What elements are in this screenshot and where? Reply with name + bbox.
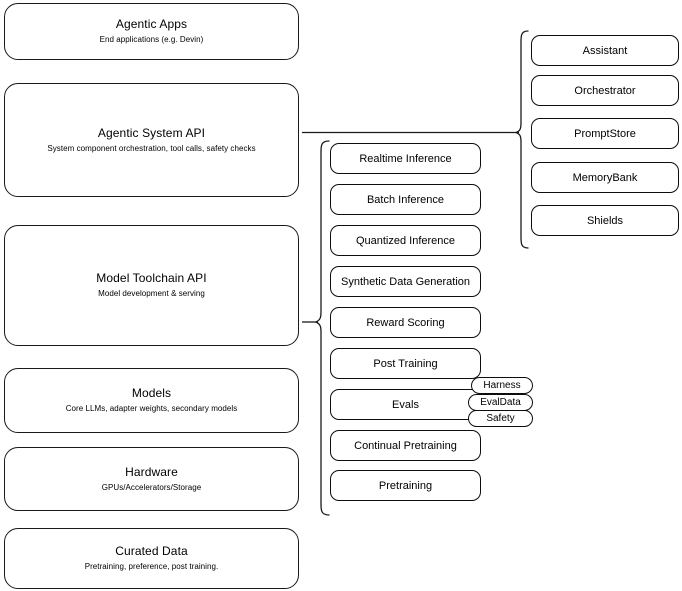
capability-batch-inference[interactable]: Batch Inference: [330, 184, 481, 215]
stack-layer-agentic-apps[interactable]: Agentic Apps End applications (e.g. Devi…: [4, 3, 299, 60]
capability-reward-scoring[interactable]: Reward Scoring: [330, 307, 481, 338]
evals-subitem-harness[interactable]: Harness: [471, 377, 533, 394]
capability-label: Synthetic Data Generation: [340, 275, 471, 288]
capability-continual-pretraining[interactable]: Continual Pretraining: [330, 430, 481, 461]
system-component-memorybank[interactable]: MemoryBank: [531, 162, 679, 193]
stack-layer-subtitle: Model development & serving: [98, 289, 205, 298]
evals-subitem-label: EvalData: [480, 397, 521, 408]
capability-realtime-inference[interactable]: Realtime Inference: [330, 143, 481, 174]
stack-layer-subtitle: End applications (e.g. Devin): [99, 35, 204, 44]
stack-layer-hardware[interactable]: Hardware GPUs/Accelerators/Storage: [4, 447, 299, 511]
system-component-promptstore[interactable]: PromptStore: [531, 118, 679, 149]
system-component-shields[interactable]: Shields: [531, 205, 679, 236]
evals-subitem-label: Harness: [483, 380, 521, 391]
capability-pretraining[interactable]: Pretraining: [330, 470, 481, 501]
stack-layer-title: Agentic System API: [97, 125, 206, 140]
capability-synthetic-data-generation[interactable]: Synthetic Data Generation: [330, 266, 481, 297]
capability-label: Evals: [392, 398, 419, 411]
stack-layer-title: Hardware: [125, 464, 178, 479]
evals-subitem-safety[interactable]: Safety: [468, 410, 533, 427]
system-component-label: Orchestrator: [574, 84, 636, 97]
capability-label: Post Training: [373, 357, 438, 370]
stack-layer-title: Model Toolchain API: [96, 271, 207, 285]
stack-layer-curated-data[interactable]: Curated Data Pretraining, preference, po…: [4, 528, 299, 589]
system-component-label: Assistant: [582, 44, 628, 57]
capability-label: Reward Scoring: [366, 316, 445, 329]
capability-quantized-inference[interactable]: Quantized Inference: [330, 225, 481, 256]
stack-layer-agentic-system-api[interactable]: Agentic System API System component orch…: [4, 83, 299, 197]
capability-label: Pretraining: [378, 479, 433, 492]
evals-subitem-label: Safety: [486, 413, 515, 424]
capability-label: Batch Inference: [366, 193, 445, 206]
stack-layer-title: Curated Data: [115, 544, 188, 558]
system-component-label: PromptStore: [574, 127, 636, 140]
stack-layer-title: Agentic Apps: [115, 17, 188, 31]
stack-layer-subtitle: GPUs/Accelerators/Storage: [101, 482, 202, 492]
system-component-label: Shields: [586, 214, 624, 227]
system-component-orchestrator[interactable]: Orchestrator: [531, 75, 679, 106]
capability-label: Continual Pretraining: [354, 439, 457, 452]
system-component-label: MemoryBank: [572, 171, 638, 184]
stack-layer-models[interactable]: Models Core LLMs, adapter weights, secon…: [4, 368, 299, 433]
stack-layer-title: Models: [131, 386, 172, 400]
system-component-assistant[interactable]: Assistant: [531, 35, 679, 66]
stack-layer-subtitle: Core LLMs, adapter weights, secondary mo…: [65, 404, 238, 413]
stack-layer-model-toolchain-api[interactable]: Model Toolchain API Model development & …: [4, 225, 299, 346]
capability-evals[interactable]: Evals: [330, 389, 481, 420]
capability-post-training[interactable]: Post Training: [330, 348, 481, 379]
capability-label: Quantized Inference: [355, 234, 456, 247]
stack-layer-subtitle: Pretraining, preference, post training.: [84, 562, 219, 571]
stack-layer-subtitle: System component orchestration, tool cal…: [47, 143, 256, 153]
evals-subitem-evaldata[interactable]: EvalData: [468, 394, 533, 411]
capability-label: Realtime Inference: [359, 152, 452, 165]
